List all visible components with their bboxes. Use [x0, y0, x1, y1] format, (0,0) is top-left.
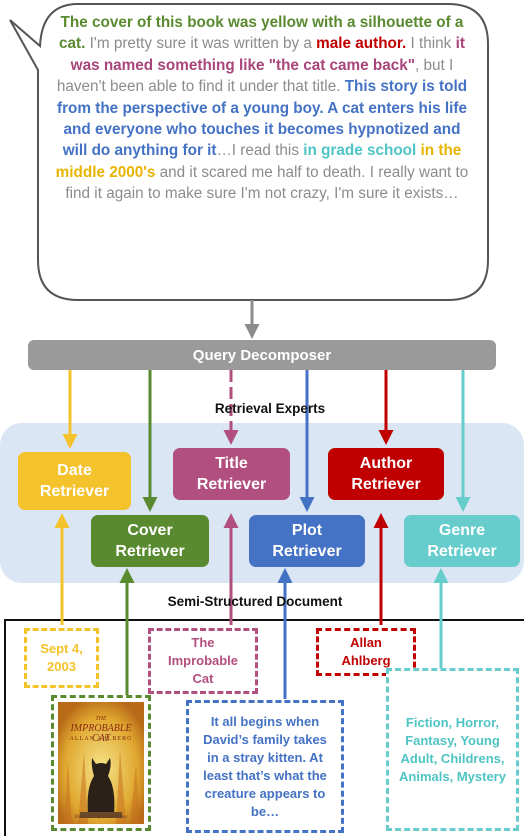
doc-title-field: The Improbable Cat [148, 628, 258, 694]
query-segment-plain: I think [406, 35, 456, 53]
doc-plot-text: It all begins when David’s family takes … [203, 713, 327, 819]
date-retriever-line2: Retriever [39, 483, 110, 500]
cover-title-line2: IMPROBABLE [70, 723, 132, 734]
query-segment-plain: and it scared me half to death. I really… [65, 163, 469, 203]
query-segment-gold: in the middle 2000's [55, 142, 462, 181]
doc-title-line3: Cat [192, 671, 214, 686]
query-segment-teal: in grade school [303, 142, 417, 160]
plot-retriever-line2: Retriever [272, 543, 342, 560]
cover-retriever-line1: Cover [127, 522, 173, 539]
genre-retriever: Genre Retriever [404, 515, 520, 567]
cover-cat-silhouette [58, 702, 144, 824]
query-segment-plain: , but I haven't been able to find it und… [56, 56, 454, 96]
query-speech-bubble [9, 3, 489, 301]
query-decomposer-label: Query Decomposer [192, 346, 332, 364]
doc-title-line2: Improbable [167, 653, 239, 668]
query-segment-plain: …I read this [216, 142, 304, 160]
author-retriever: Author Retriever [328, 448, 444, 500]
cover-retriever: Cover Retriever [91, 515, 209, 567]
document-frame [4, 619, 524, 836]
doc-author-line1: Allan [350, 635, 382, 650]
title-retriever-line1: Title [215, 455, 248, 472]
genre-retriever-line2: Retriever [427, 543, 497, 560]
cover-author-text: ALLAN AHLBERG [69, 736, 133, 742]
cover-credit-text: Illustrated by Peter Bailey [74, 815, 128, 820]
cover-title-text: THE IMPROBABLE CAT [58, 714, 144, 744]
query-text: The cover of this book was yellow with a… [52, 12, 472, 205]
doc-title-line1: The [191, 635, 215, 650]
doc-genre-field: Fiction, Horror, Fantasy, Young Adult, C… [386, 668, 519, 831]
doc-date-line1: Sept 4, [40, 641, 83, 656]
query-segment-blue: This story is told from the perspective … [57, 78, 468, 160]
genre-retriever-line1: Genre [438, 522, 486, 539]
doc-date-field: Sept 4, 2003 [24, 628, 99, 688]
date-retriever: Date Retriever [18, 452, 131, 510]
book-cover-art: THE IMPROBABLE CAT ALLAN AHLBERG Illustr… [58, 702, 144, 824]
author-retriever-line2: Retriever [351, 476, 421, 493]
cover-title-line3: CAT [92, 733, 110, 744]
query-segment-plain: I'm pretty sure it was written by a [85, 35, 317, 53]
doc-date-line2: 2003 [47, 659, 76, 674]
cover-title-line1: THE [95, 716, 107, 722]
cover-retriever-line2: Retriever [115, 543, 185, 560]
doc-author-line2: Ahlberg [341, 653, 391, 668]
title-retriever: Title Retriever [173, 448, 290, 500]
plot-retriever-line1: Plot [291, 522, 323, 539]
title-retriever-line2: Retriever [196, 476, 267, 493]
doc-plot-field: It all begins when David’s family takes … [186, 700, 344, 833]
date-retriever-line1: Date [57, 462, 92, 479]
query-segment-red: male author. [316, 35, 407, 53]
query-decomposer: Query Decomposer [28, 340, 496, 370]
author-retriever-line1: Author [359, 455, 413, 472]
semi-structured-document-label: Semi-Structured Document [167, 594, 343, 609]
doc-genre-text: Fiction, Horror, Fantasy, Young Adult, C… [399, 714, 506, 784]
retrieval-experts-label: Retrieval Experts [214, 401, 326, 416]
plot-retriever: Plot Retriever [249, 515, 365, 567]
doc-cover-image: THE IMPROBABLE CAT ALLAN AHLBERG Illustr… [51, 695, 151, 831]
query-segment-green: The cover of this book was yellow with a… [59, 14, 464, 53]
query-segment-purple: it was named something like "the cat cam… [70, 35, 465, 74]
